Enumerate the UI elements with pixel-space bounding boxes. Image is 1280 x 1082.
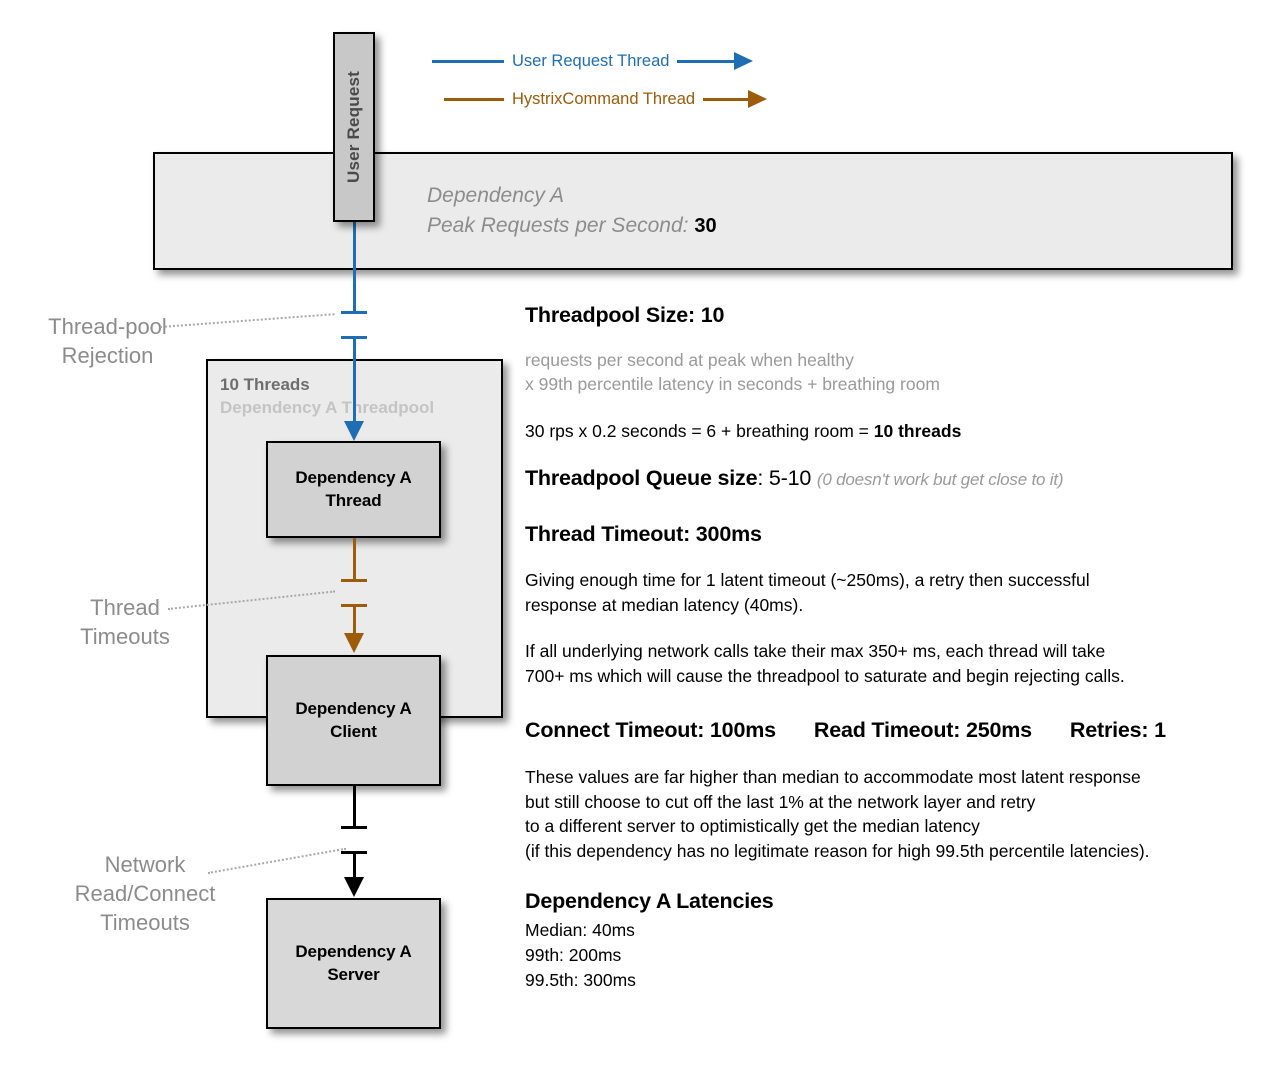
legend-line-segment (432, 59, 504, 63)
network-call-line-lower (352, 851, 356, 879)
legend-item-user-request-thread: User Request Thread (432, 46, 792, 76)
threadpool-thread-count: 10 Threads (220, 375, 310, 394)
legend: User Request Thread HystrixCommand Threa… (432, 46, 792, 124)
latencies-values: Median: 40ms 99th: 200ms 99.5th: 300ms (525, 920, 636, 990)
hystrix-thread-line-lower (352, 604, 356, 635)
user-request-box: User Request (333, 32, 375, 222)
dependency-server-label: Dependency A Server (295, 941, 412, 984)
threadpool-math-prefix: 30 rps x 0.2 seconds = 6 + breathing roo… (525, 420, 874, 441)
arrow-right-icon (703, 90, 768, 108)
peak-rps-value: 30 (694, 215, 717, 238)
dependency-summary-text: Dependency A Peak Requests per Second: 30 (427, 181, 717, 242)
connect-timeout-heading: Connect Timeout: 100ms (525, 718, 776, 743)
thread-timeout-heading: Thread Timeout: 300ms (525, 522, 762, 547)
legend-label: HystrixCommand Thread (512, 89, 696, 108)
dependency-client-label: Dependency A Client (295, 698, 412, 741)
user-request-thread-stop-bar (341, 311, 367, 314)
annotation-network-timeouts: Network Read/Connect Timeouts (74, 852, 216, 936)
user-request-thread-line-upper (352, 222, 356, 314)
retries-heading: Retries: 1 (1069, 718, 1166, 743)
queue-size-value: : 5-10 (757, 466, 812, 491)
latencies-heading: Dependency A Latencies (525, 889, 774, 914)
user-request-thread-arrowhead (344, 421, 364, 441)
dependency-name: Dependency A (427, 184, 564, 207)
legend-label: User Request Thread (512, 51, 670, 70)
dependency-server-box: Dependency A Server (266, 898, 441, 1029)
read-timeout-heading: Read Timeout: 250ms (813, 718, 1032, 743)
network-call-stop-bar (341, 826, 367, 829)
network-timeout-explanation: These values are far higher than median … (525, 767, 1150, 861)
peak-rps-label: Peak Requests per Second: (427, 214, 695, 238)
arrow-right-icon (677, 52, 754, 70)
dependency-thread-label: Dependency A Thread (295, 467, 412, 510)
thread-timeout-saturation-note: If all underlying network calls take the… (525, 641, 1125, 686)
thread-timeout-explanation: Giving enough time for 1 latent timeout … (525, 570, 1090, 615)
network-timeout-headings: Connect Timeout: 100ms Read Timeout: 250… (525, 718, 1270, 743)
threadpool-sizing-math: 30 rps x 0.2 seconds = 6 + breathing roo… (525, 419, 1270, 444)
annotation-thread-timeouts: Thread Timeouts (80, 595, 170, 650)
dependency-summary-band: Dependency A Peak Requests per Second: 30 (153, 152, 1233, 270)
hystrix-thread-stop-bar (341, 579, 367, 582)
legend-item-hystrix-command-thread: HystrixCommand Thread (432, 84, 792, 114)
legend-line-segment (444, 97, 504, 101)
network-call-line-upper (352, 786, 356, 829)
user-request-thread-line-lower (352, 336, 356, 423)
user-request-label: User Request (344, 71, 363, 183)
queue-size-note: (0 doesn't work but get close to it) (816, 470, 1064, 490)
dependency-client-box: Dependency A Client (266, 655, 441, 786)
hystrix-thread-arrowhead (344, 633, 364, 653)
configuration-details: Threadpool Size: 10 requests per second … (525, 303, 1270, 993)
threadpool-math-result: 10 threads (873, 420, 962, 441)
hystrix-thread-line-upper (352, 538, 356, 582)
queue-size-label: Threadpool Queue size (525, 466, 758, 491)
threadpool-size-heading: Threadpool Size: 10 (525, 303, 725, 327)
threadpool-queue-size: Threadpool Queue size: 5-10 (0 doesn't w… (525, 466, 1270, 491)
threadpool-name: Dependency A Threadpool (220, 398, 435, 417)
annotation-threadpool-rejection: Thread-pool Rejection (48, 314, 167, 369)
network-call-arrowhead (344, 877, 364, 897)
threadpool-sizing-formula: requests per second at peak when healthy… (525, 350, 940, 394)
dependency-thread-box: Dependency A Thread (266, 441, 441, 538)
